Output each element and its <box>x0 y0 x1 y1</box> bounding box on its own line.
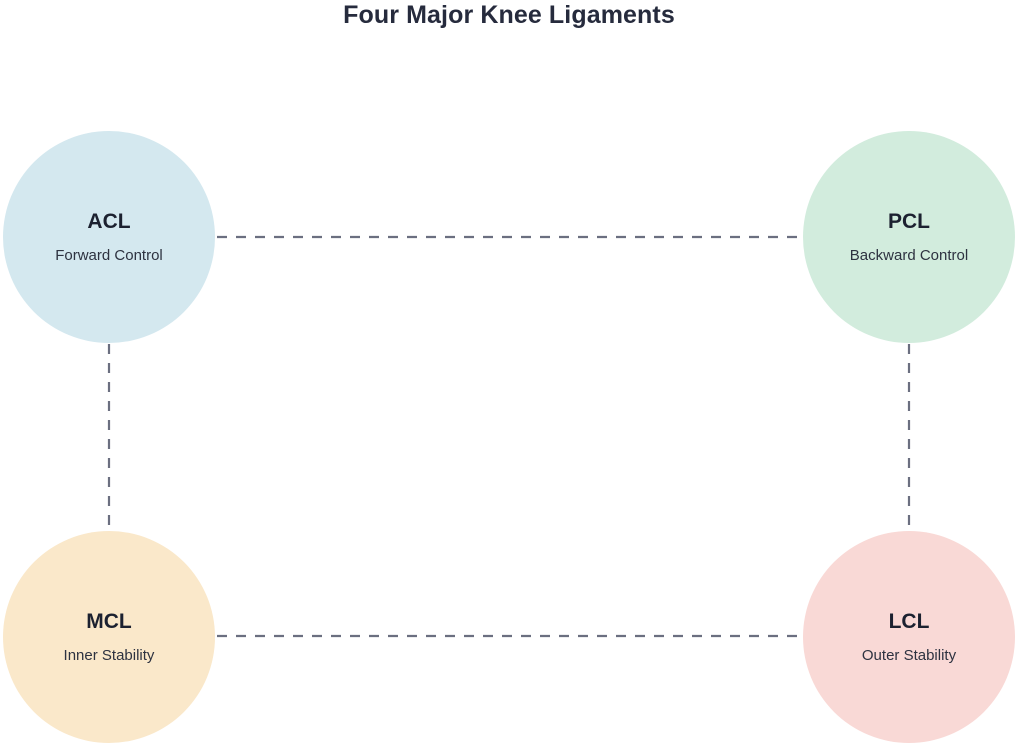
node-mcl[interactable]: MCL Inner Stability <box>3 531 215 743</box>
node-acl[interactable]: ACL Forward Control <box>3 131 215 343</box>
connector-acl-pcl <box>217 231 801 243</box>
connector-pcl-lcl <box>903 344 915 532</box>
node-acl-sublabel: Forward Control <box>55 247 163 264</box>
node-lcl-label: LCL <box>888 610 930 633</box>
connector-mcl-lcl <box>217 630 801 642</box>
node-mcl-sublabel: Inner Stability <box>63 647 155 664</box>
node-pcl-label: PCL <box>888 210 930 233</box>
node-lcl-sublabel: Outer Stability <box>861 647 957 664</box>
connector-acl-mcl <box>103 344 115 532</box>
node-acl-label: ACL <box>87 210 131 233</box>
node-lcl[interactable]: LCL Outer Stability <box>803 531 1015 743</box>
node-pcl-sublabel: Backward Control <box>849 247 969 264</box>
node-mcl-label: MCL <box>86 610 132 633</box>
node-pcl[interactable]: PCL Backward Control <box>803 131 1015 343</box>
page-title: Four Major Knee Ligaments <box>343 1 675 29</box>
